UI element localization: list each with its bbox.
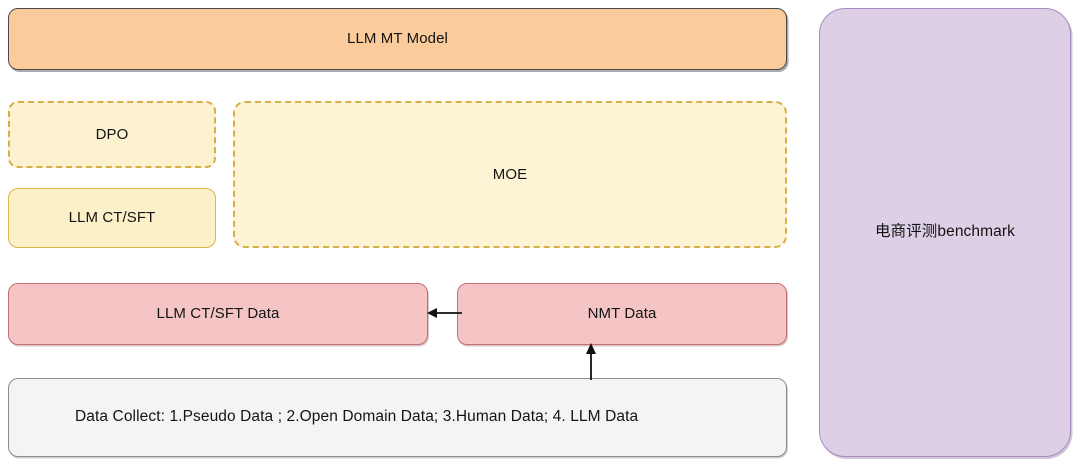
- node-label-llm-ct-sft-data: LLM CT/SFT Data: [156, 305, 280, 323]
- node-llm-ct-sft-data[interactable]: LLM CT/SFT Data: [8, 283, 428, 345]
- node-label-llm-ct-sft: LLM CT/SFT: [68, 209, 156, 227]
- node-benchmark[interactable]: 电商评测benchmark: [819, 8, 1071, 457]
- node-data-collect[interactable]: Data Collect: 1.Pseudo Data ; 2.Open Dom…: [8, 378, 787, 457]
- node-label-data-collect: Data Collect: 1.Pseudo Data ; 2.Open Dom…: [75, 408, 639, 426]
- node-dpo[interactable]: DPO: [8, 101, 216, 168]
- node-llm-ct-sft[interactable]: LLM CT/SFT: [8, 188, 216, 248]
- node-moe[interactable]: MOE: [233, 101, 787, 248]
- node-label-llm-mt-model: LLM MT Model: [347, 30, 448, 48]
- node-llm-mt-model[interactable]: LLM MT Model: [8, 8, 787, 70]
- arrow-data-collect-to-nmt-data: [586, 343, 596, 380]
- node-label-dpo: DPO: [95, 125, 129, 143]
- node-label-moe: MOE: [492, 165, 528, 183]
- node-label-nmt-data: NMT Data: [587, 305, 657, 323]
- node-label-benchmark: 电商评测benchmark: [875, 223, 1015, 241]
- arrow-nmt-data-to-llm-ct-sft-data: [427, 308, 462, 318]
- node-nmt-data[interactable]: NMT Data: [457, 283, 787, 345]
